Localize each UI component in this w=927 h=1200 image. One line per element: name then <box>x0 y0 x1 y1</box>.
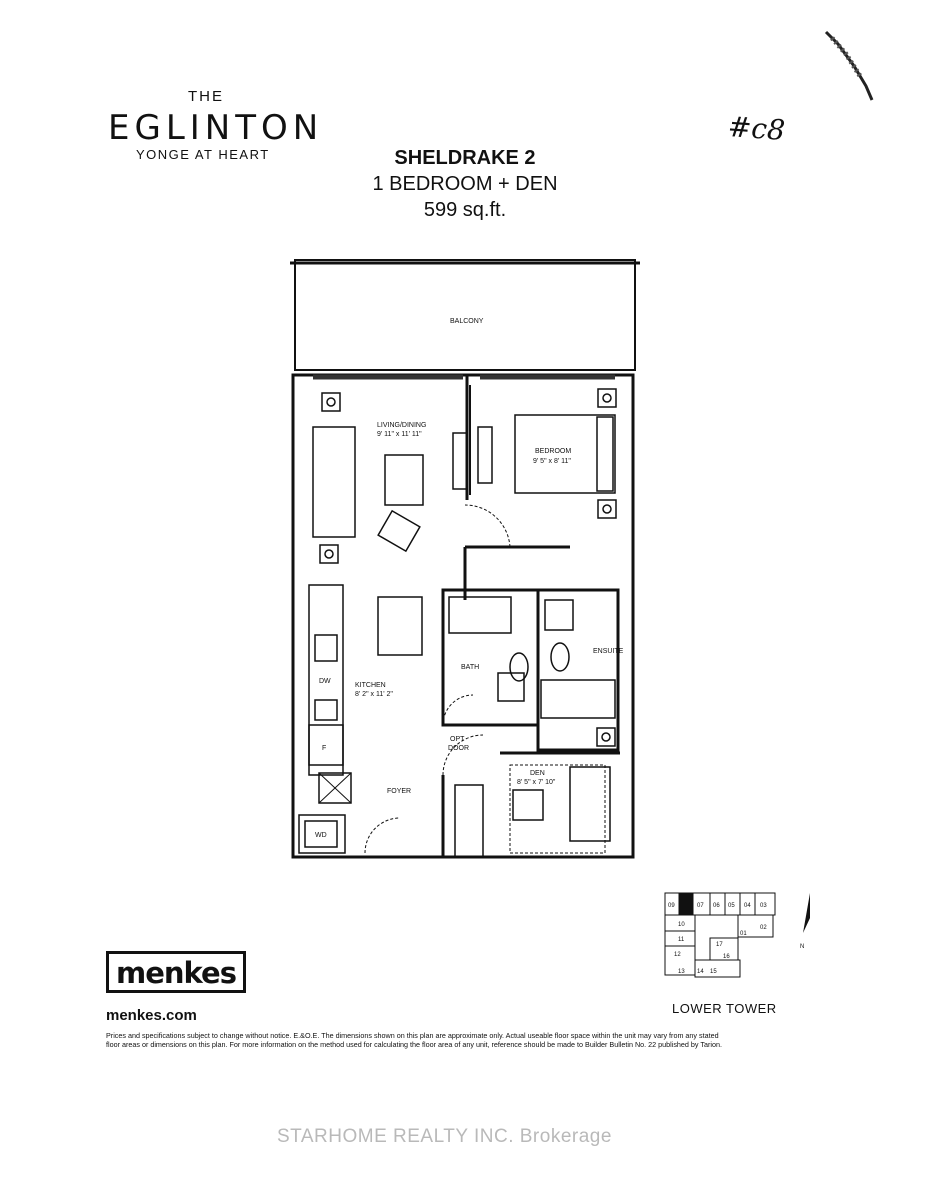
key-unit-15: 15 <box>710 969 717 975</box>
bedroom-label: BEDROOM <box>535 448 571 455</box>
key-plan: 09 07 06 05 04 03 10 01 02 11 17 16 12 1… <box>664 892 810 978</box>
unit-type: 1 BEDROOM + DEN <box>372 173 558 195</box>
brand-tagline: YONGE AT HEART <box>136 147 270 162</box>
opt-door-label-2: DOOR <box>448 745 469 752</box>
key-unit-16: 16 <box>723 954 730 960</box>
key-unit-14: 14 <box>697 969 704 975</box>
logo-text: menkes <box>116 956 237 990</box>
foyer-label: FOYER <box>387 788 411 795</box>
living-dining-label: LIVING/DINING <box>377 422 426 429</box>
den-dims: 8' 5" x 7' 10" <box>517 779 556 786</box>
den-label: DEN <box>530 770 545 777</box>
bedroom-dims: 9' 5" x 8' 11" <box>533 458 571 465</box>
ensuite-label: ENSUITE <box>593 648 624 655</box>
unit-name: SHELDRAKE 2 <box>394 147 536 169</box>
north-label: N <box>800 944 804 950</box>
key-unit-13: 13 <box>678 969 685 975</box>
balcony-label: BALCONY <box>450 318 484 325</box>
north-arrow-icon: N <box>800 893 810 950</box>
brand-the: THE <box>188 88 224 105</box>
scan-artifact-mark <box>824 30 874 101</box>
bath-label: BATH <box>461 664 479 671</box>
key-unit-02: 02 <box>760 925 767 931</box>
kitchen-dims: 8' 2" x 11' 2" <box>355 691 393 698</box>
floor-plan: BALCONY LIVING/DINING 9' 11" x 11' 11" B… <box>290 259 640 859</box>
unit-title-block: SHELDRAKE 2 1 BEDROOM + DEN 599 sq.ft. <box>300 147 630 222</box>
disclaimer: Prices and specifications subject to cha… <box>106 1031 818 1049</box>
unit-area: 599 sq.ft. <box>423 199 507 221</box>
balcony-outline <box>294 259 636 371</box>
key-unit-04: 04 <box>744 903 751 909</box>
tower-label: LOWER TOWER <box>672 1001 777 1016</box>
key-unit-05: 05 <box>728 903 735 909</box>
key-unit-06: 06 <box>713 903 720 909</box>
key-unit-01: 01 <box>740 931 747 937</box>
key-unit-07: 07 <box>697 903 704 909</box>
menkes-logo: menkes <box>106 951 246 993</box>
brand-name: EGLINTON <box>108 108 324 148</box>
key-unit-09: 09 <box>668 903 675 909</box>
washer-dryer-label: WD <box>315 832 327 839</box>
key-unit-10: 10 <box>678 922 685 928</box>
key-unit-03: 03 <box>760 903 767 909</box>
key-unit-12: 12 <box>674 952 681 958</box>
fridge-label: F <box>322 745 326 752</box>
builder-website: menkes.com <box>106 1007 197 1024</box>
kitchen-label: KITCHEN <box>355 682 386 689</box>
key-unit-11: 11 <box>678 937 685 943</box>
living-dining-dims: 9' 11" x 11' 11" <box>377 431 422 438</box>
dishwasher-label: DW <box>319 678 331 685</box>
brokerage-watermark: STARHOME REALTY INC. Brokerage <box>277 1126 612 1147</box>
handwritten-note: #c8 <box>726 110 787 147</box>
key-unit-17: 17 <box>716 942 723 948</box>
disclaimer-line-1: Prices and specifications subject to cha… <box>106 1031 719 1040</box>
opt-door-label-1: OPT <box>450 736 465 743</box>
disclaimer-line-2: floor areas or dimensions on this plan. … <box>106 1040 722 1049</box>
